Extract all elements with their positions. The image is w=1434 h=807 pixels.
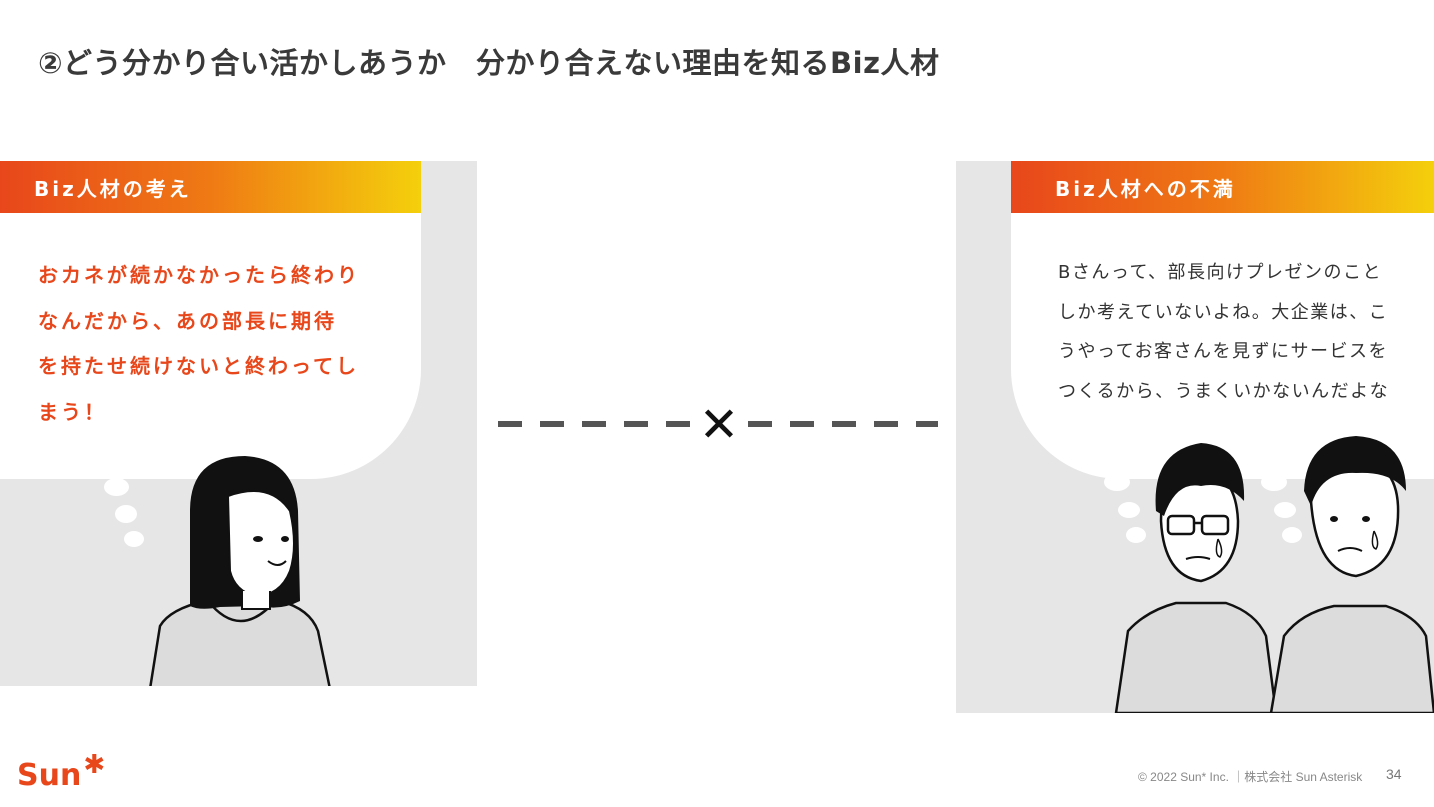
two-men-illustration xyxy=(1114,436,1434,713)
logo-text: Sun xyxy=(17,758,82,793)
quote-line: おカネが続かなかったら終わり xyxy=(38,263,360,287)
quote-line: なんだから、あの部長に期待 xyxy=(38,308,337,333)
quote-line: つくるから、うまくいかないんだよな xyxy=(1058,380,1390,402)
thought-dot xyxy=(1261,473,1287,491)
thought-dot xyxy=(124,531,144,547)
thought-dot xyxy=(115,505,137,523)
thought-dot xyxy=(1282,527,1302,543)
thought-dot xyxy=(1126,527,1146,543)
complaint-quote: Bさんって、部長向けプレゼンのこと しか考えていないよね。大企業は、こ うやって… xyxy=(1058,253,1418,411)
versus-divider: ✕ xyxy=(498,398,938,450)
panel-header: Biz人材への不満 xyxy=(1011,161,1434,213)
sun-logo: Sun ✱ xyxy=(17,752,105,793)
quote-line: うやってお客さんを見ずにサービスを xyxy=(1058,341,1389,362)
quote-line: まう！ xyxy=(38,399,107,424)
slide-title: ②どう分かり合い活かしあうか 分かり合えない理由を知るBiz人材 xyxy=(38,46,940,80)
thought-bubble xyxy=(1011,161,1434,479)
panel-header: Biz人材の考え xyxy=(0,161,421,213)
thought-dot xyxy=(1104,473,1130,491)
biz-complaints-panel: Biz人材への不満 Bさんって、部長向けプレゼンのこと しか考えていないよね。大… xyxy=(956,161,1434,713)
asterisk-icon: ✱ xyxy=(83,750,106,780)
biz-quote: おカネが続かなかったら終わり なんだから、あの部長に期待 を持たせ続けないと終わ… xyxy=(38,253,398,435)
thought-dot xyxy=(104,478,129,496)
thought-bubble xyxy=(0,161,421,479)
quote-line: しか考えていないよね。大企業は、こ xyxy=(1058,301,1389,323)
quote-line: Bさんって、部長向けプレゼンのこと xyxy=(1058,262,1383,283)
biz-thoughts-panel: Biz人材の考え おカネが続かなかったら終わり なんだから、あの部長に期待 を持… xyxy=(0,161,477,686)
versus-mark: ✕ xyxy=(699,398,739,450)
copyright-text: © 2022 Sun* Inc. ｜株式会社 Sun Asterisk xyxy=(1138,770,1363,784)
quote-line: を持たせ続けないと終わってし xyxy=(38,354,359,378)
thought-dot xyxy=(1274,502,1296,518)
page-number: 34 xyxy=(1386,766,1402,782)
woman-illustration xyxy=(149,456,331,686)
thought-dot xyxy=(1118,502,1140,518)
